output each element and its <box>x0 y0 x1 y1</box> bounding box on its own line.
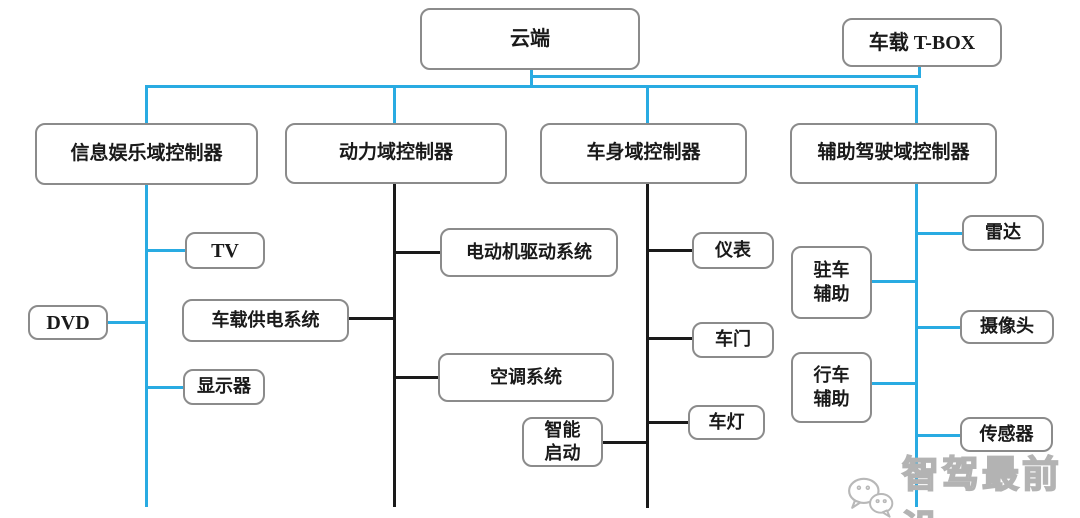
sensor-node: 传感器 <box>960 417 1053 452</box>
ac-branch-wire <box>394 376 439 379</box>
motor-drive-node: 电动机驱动系统 <box>440 228 618 277</box>
body-trunk-wire <box>646 183 649 508</box>
lamp-branch-wire <box>648 421 689 424</box>
parking-branch-wire <box>870 280 916 283</box>
dvd-branch-wire <box>106 321 147 324</box>
door-node: 车门 <box>692 322 774 358</box>
domain-adas-node: 辅助驾驶域控制器 <box>790 123 997 184</box>
driving-assist-node: 行车 辅助 <box>791 352 872 423</box>
domain-body-node: 车身域控制器 <box>540 123 747 184</box>
main-bus-wire <box>145 85 918 88</box>
sensor-branch-wire <box>916 434 962 437</box>
power-supply-node: 车载供电系统 <box>182 299 349 342</box>
display-node: 显示器 <box>183 369 265 405</box>
display-branch-wire <box>146 386 186 389</box>
adas-trunk-wire <box>915 85 918 507</box>
air-conditioning-node: 空调系统 <box>438 353 614 402</box>
tv-node: TV <box>185 232 265 269</box>
infotainment-trunk-wire <box>145 85 148 507</box>
tbox-drop-wire <box>918 66 921 78</box>
camera-node: 摄像头 <box>960 310 1054 344</box>
instrument-node: 仪表 <box>692 232 774 269</box>
instrument-branch-wire <box>648 249 693 252</box>
tv-branch-wire <box>146 249 186 252</box>
domain-powertrain-node: 动力域控制器 <box>285 123 507 184</box>
parking-assist-node: 驻车 辅助 <box>791 246 872 319</box>
camera-branch-wire <box>916 326 962 329</box>
watermark-text: 智驾最前沿 <box>901 453 1062 518</box>
door-branch-wire <box>648 337 693 340</box>
dvd-node: DVD <box>28 305 108 340</box>
powertrain-drop-wire <box>393 85 396 125</box>
watermark: 智驾最前沿 <box>846 444 1080 518</box>
lamp-node: 车灯 <box>688 405 765 440</box>
smart-start-branch-wire <box>601 441 647 444</box>
powertrain-trunk-wire <box>393 183 396 507</box>
motor-branch-wire <box>394 251 441 254</box>
driving-branch-wire <box>870 382 916 385</box>
cloud-node: 云端 <box>420 8 640 70</box>
body-drop-wire <box>646 85 649 125</box>
wechat-icon <box>848 477 894 518</box>
domain-infotainment-node: 信息娱乐域控制器 <box>35 123 258 185</box>
smart-start-node: 智能 启动 <box>522 417 603 467</box>
radar-node: 雷达 <box>962 215 1044 251</box>
tbox-node: 车载 T-BOX <box>842 18 1002 67</box>
radar-branch-wire <box>916 232 962 235</box>
tbox-horizontal-wire <box>530 75 921 78</box>
cloud-stub-wire <box>530 69 533 87</box>
power-supply-branch-wire <box>348 317 394 320</box>
